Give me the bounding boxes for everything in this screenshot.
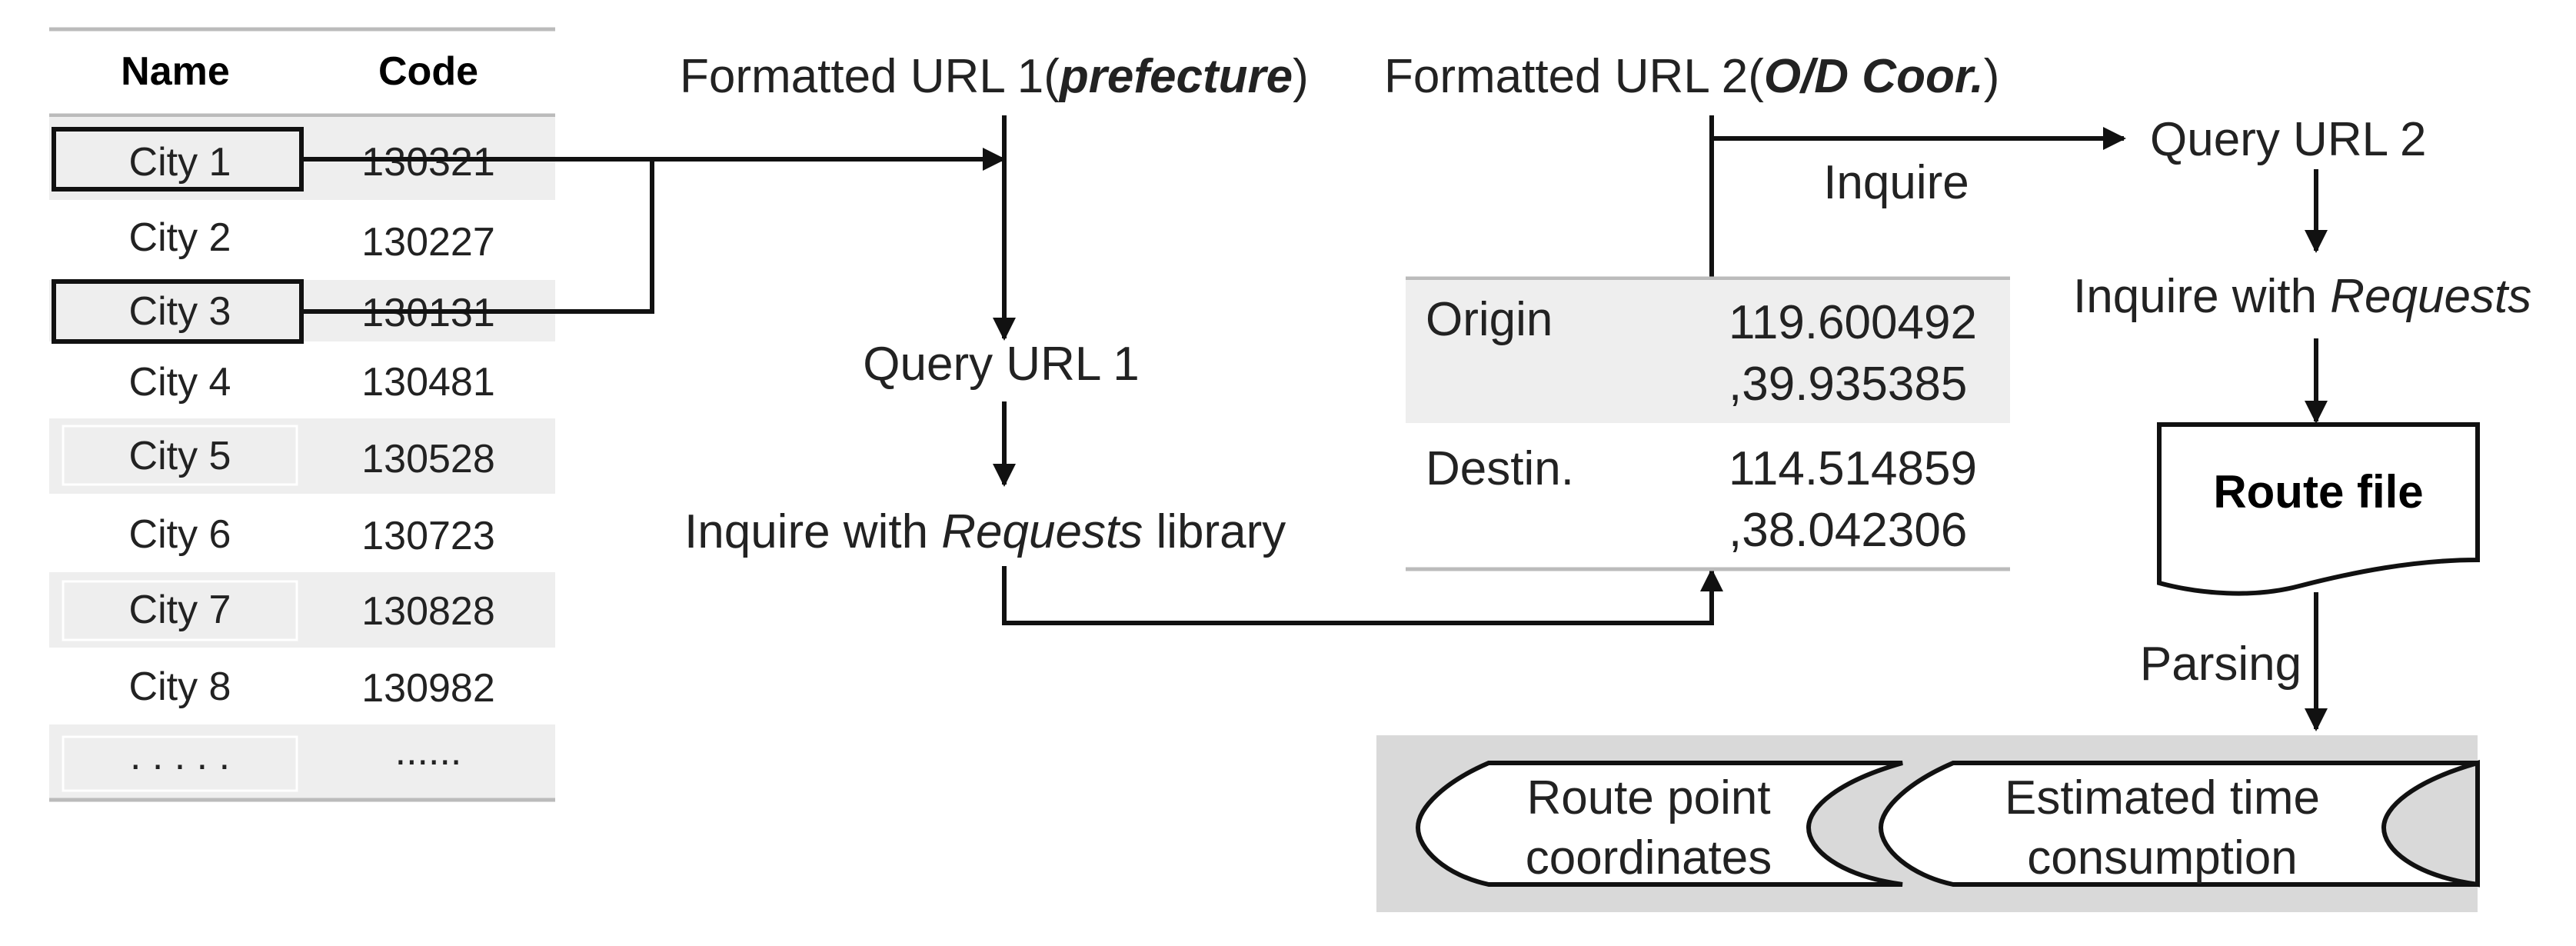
table-row-code: 130723 xyxy=(361,514,495,558)
table-row-code: ...... xyxy=(395,729,462,774)
route-file-label: Route file xyxy=(2213,466,2423,518)
estimated-time-storage-curve xyxy=(2381,760,2480,888)
table-cell-box xyxy=(62,735,298,792)
od-origin-row-shade xyxy=(1406,280,2010,425)
inquire-label: Inquire xyxy=(1823,156,1969,209)
table-row-code: 130828 xyxy=(361,589,495,634)
inquire-with-requests-label: Inquire with Requests xyxy=(2073,270,2531,323)
od-destination-value-1: 114.514859 xyxy=(1729,442,1977,495)
table-row-name: City 1 xyxy=(129,140,231,185)
table-header-name: Name xyxy=(121,49,230,94)
inquire-requests-library-label: Inquire with Requests library xyxy=(684,505,1286,558)
query-url-2-label: Query URL 2 xyxy=(2150,113,2427,166)
table-row-code: 130528 xyxy=(361,437,495,481)
estimated-time-storage-shape xyxy=(1878,761,2480,887)
od-coordinates-table: Origin 119.600492 ,39.935385 Destin. 114… xyxy=(1406,276,2010,571)
table-row-name: . . . . . xyxy=(130,734,230,778)
table-row-name: City 3 xyxy=(129,289,231,334)
formatted-url-2-label: Formatted URL 2(O/D Coor.) xyxy=(1384,50,1999,103)
query-url-1-label: Query URL 1 xyxy=(863,338,1140,391)
connectors xyxy=(301,115,2328,731)
parsing-label: Parsing xyxy=(2140,638,2301,691)
formatted-url-1-label: Formatted URL 1(prefecture) xyxy=(680,50,1309,103)
table-cell-box xyxy=(62,580,298,641)
inquire-to-od-arrow xyxy=(1002,566,1723,625)
outputs-panel: Route point coordinates Estimated time c… xyxy=(1376,735,2480,912)
od-origin-value-2: ,39.935385 xyxy=(1729,358,1967,411)
city-table: Name Code City 1 130321 City 2 130227 Ci… xyxy=(49,27,555,802)
table-row-code: 130982 xyxy=(361,666,495,711)
table-row-name: City 4 xyxy=(129,360,231,405)
table-row-code: 130227 xyxy=(361,220,495,265)
estimated-time-line-2: consumption xyxy=(2027,831,2298,884)
table-row-code: 130321 xyxy=(361,140,495,185)
city-3-bracket-line xyxy=(301,159,654,314)
route-points-line-1: Route point xyxy=(1526,771,1770,824)
table-row-name: City 2 xyxy=(129,215,231,260)
estimated-time-line-1: Estimated time xyxy=(2005,771,2320,824)
od-destination-label: Destin. xyxy=(1426,442,1574,495)
route-file-node: Route file xyxy=(2157,422,2480,596)
route-file-document-shape xyxy=(2157,422,2480,596)
table-row-name: City 7 xyxy=(129,588,231,632)
route-points-storage-shape xyxy=(1415,761,1903,887)
table-row-shade xyxy=(49,572,555,648)
table-header-code: Code xyxy=(378,49,478,94)
od-origin-label: Origin xyxy=(1426,293,1553,346)
table-cell-box xyxy=(62,425,298,486)
route-points-line-2: coordinates xyxy=(1526,831,1772,884)
table-row-name: City 6 xyxy=(129,512,231,557)
table-row-name: City 5 xyxy=(129,434,231,478)
table-row-shade xyxy=(49,418,555,494)
table-row-code: 130481 xyxy=(361,360,495,405)
od-origin-value-1: 119.600492 xyxy=(1729,296,1977,349)
od-destination-value-2: ,38.042306 xyxy=(1729,504,1967,557)
table-row-name: City 8 xyxy=(129,665,231,709)
